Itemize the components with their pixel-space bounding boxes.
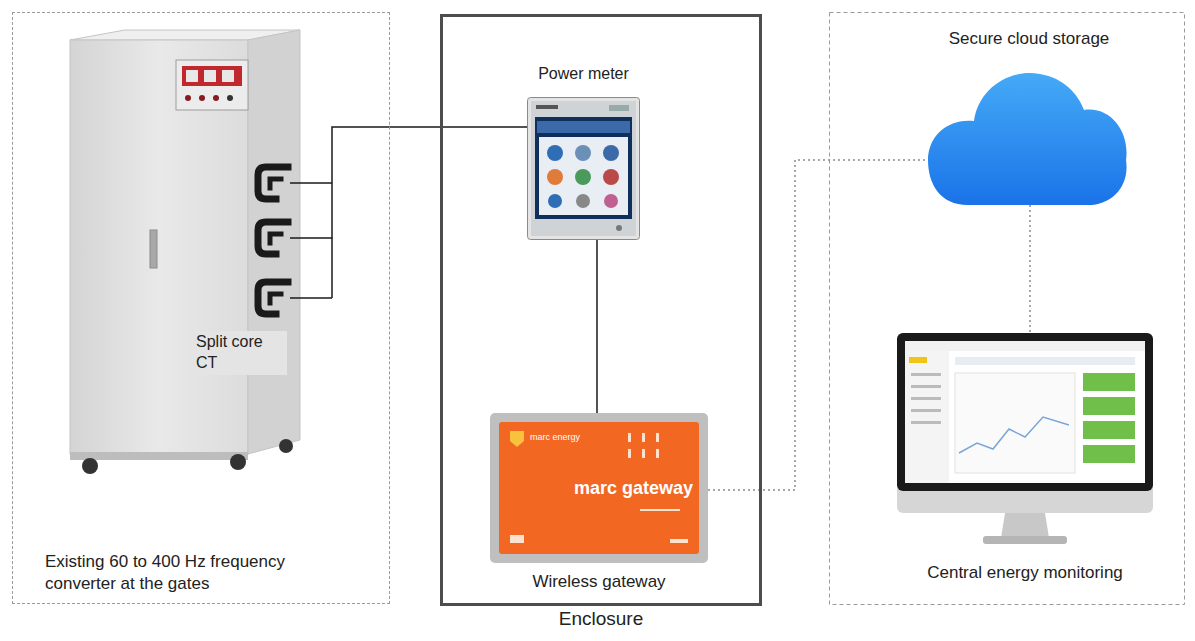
region-outline — [830, 13, 1185, 605]
signal-wire — [300, 127, 527, 238]
wireless-link — [1029, 205, 1031, 333]
power-meter: Power meter — [527, 97, 640, 240]
cloud-shape — [928, 60, 1130, 205]
node-label: Power meter — [538, 64, 629, 85]
node-label: Split core CT — [193, 331, 287, 375]
node-label: Enclosure — [559, 607, 644, 632]
node-label: Wireless gateway — [532, 571, 665, 593]
ct-group: Split core CT — [178, 148, 300, 380]
wireless-link — [708, 160, 928, 490]
node-label: Central energy monitoring — [927, 562, 1123, 584]
wireless-gateway: marc gatewayWireless gatewaymarc energy — [490, 413, 708, 563]
ct-wires — [290, 183, 332, 298]
signal-wire — [596, 240, 598, 413]
brand-label: marc energy — [530, 433, 580, 443]
converter-cabinet — [70, 30, 300, 474]
monitor-illustration — [897, 333, 1153, 548]
enclosure-box: EnclosurePower metermarc gatewayWireless… — [440, 14, 762, 606]
power-meter-device — [527, 97, 640, 240]
cloud-storage: Secure cloud storage — [928, 60, 1130, 205]
ct-symbols — [258, 167, 288, 314]
monitoring-screen: Central energy monitoring — [897, 333, 1153, 548]
node-label: Secure cloud storage — [949, 28, 1110, 50]
device-brand-text: marc gateway — [574, 477, 693, 500]
node-label: Existing 60 to 400 Hz frequency converte… — [45, 551, 345, 595]
region-box: Existing 60 to 400 Hz frequency converte… — [12, 12, 390, 604]
